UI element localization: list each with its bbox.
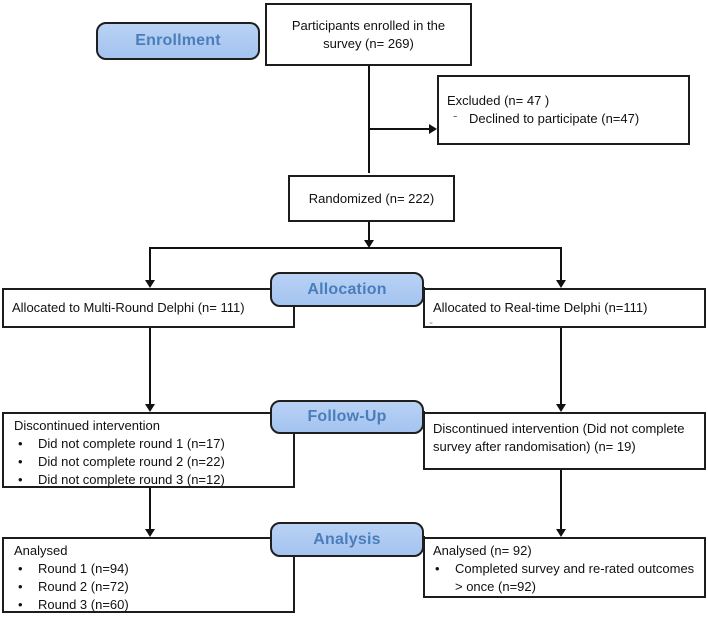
list-item-text: Round 3 (n=60) [38, 597, 129, 612]
stage-allocation-label: Allocation [307, 280, 387, 298]
bullet-icon: • [435, 561, 440, 576]
stage-enrollment: Enrollment [96, 22, 260, 60]
box-allocated-multiround-text: Allocated to Multi-Round Delphi (n= 111) [12, 300, 245, 315]
arrowhead-alloc-left-icon [145, 280, 155, 288]
box-analysed-realtime: Analysed (n= 92) • Completed survey and r… [423, 537, 706, 598]
bullet-icon: • [18, 579, 23, 594]
list-item-text: Did not complete round 3 (n=12) [38, 472, 225, 487]
box-allocated-realtime-text: Allocated to Real-time Delphi (n=111) [433, 300, 648, 315]
list-item: • Did not complete round 2 (n=22) [8, 453, 289, 471]
list-item-text: Round 1 (n=94) [38, 561, 129, 576]
box-allocated-multiround: Allocated to Multi-Round Delphi (n= 111) [2, 288, 295, 328]
box-discontinued-multiround: Discontinued intervention • Did not compl… [2, 412, 295, 488]
box-participants-text: Participants enrolled in the survey (n= … [291, 17, 446, 51]
box-discontinued-multiround-title: Discontinued intervention [14, 418, 160, 433]
stage-allocation: Allocation [270, 272, 424, 307]
stage-followup-label: Follow-Up [307, 408, 387, 425]
list-item: • Did not complete round 1 (n=17) [8, 435, 289, 453]
bullet-icon: • [18, 472, 23, 487]
list-item: • Round 2 (n=72) [8, 578, 289, 596]
connector-alloc-followup-left [149, 328, 151, 404]
box-discontinued-realtime-text: Discontinued intervention (Did not compl… [433, 421, 685, 454]
dash-bullet-icon: - [453, 108, 458, 123]
arrowhead-followup-right-icon [556, 404, 566, 412]
discontinued-multiround-list: • Did not complete round 1 (n=17) • Did no… [8, 435, 289, 489]
bullet-icon: • [18, 597, 23, 612]
box-excluded-title: Excluded (n= 47 ) [447, 93, 550, 108]
arrowhead-alloc-right-icon [556, 280, 566, 288]
arrowhead-followup-left-icon [145, 404, 155, 412]
connector-followup-analysis-left [149, 488, 151, 529]
list-item: • Round 3 (n=60) [8, 596, 289, 614]
stray-dash: - [429, 315, 433, 329]
arrowhead-analysis-left-icon [145, 529, 155, 537]
stage-enrollment-label: Enrollment [135, 32, 221, 49]
analysed-realtime-list: • Completed survey and re-rated outcomes … [429, 560, 700, 596]
box-excluded-bullet: -Declined to participate (n=47) [447, 108, 680, 128]
box-randomized: Randomized (n= 222) [288, 175, 455, 222]
connector-participants-randomized [368, 66, 370, 173]
list-item-text: Did not complete round 1 (n=17) [38, 436, 225, 451]
bullet-icon: • [18, 561, 23, 576]
list-item-text: Did not complete round 2 (n=22) [38, 454, 225, 469]
connector-to-excluded [368, 128, 429, 130]
box-analysed-multiround-title: Analysed [14, 543, 68, 558]
arrowhead-split-icon [364, 240, 374, 248]
list-item-text: Completed survey and re-rated outcomes >… [455, 561, 695, 594]
connector-alloc-followup-right [560, 328, 562, 404]
box-allocated-realtime: Allocated to Real-time Delphi (n=111) - [423, 288, 706, 328]
analysed-multiround-list: • Round 1 (n=94) • Round 2 (n=72) • Round 3… [8, 560, 289, 614]
box-analysed-multiround: Analysed • Round 1 (n=94) • Round 2 (n=72)… [2, 537, 295, 613]
connector-followup-analysis-right [560, 470, 562, 529]
arrowhead-excluded-icon [429, 124, 437, 134]
connector-split-left [149, 247, 151, 280]
list-item-text: Round 2 (n=72) [38, 579, 129, 594]
stage-analysis-label: Analysis [313, 530, 381, 548]
arrowhead-analysis-right-icon [556, 529, 566, 537]
bullet-icon: • [18, 454, 23, 469]
stage-followup: Follow-Up [270, 400, 424, 434]
box-excluded: Excluded (n= 47 ) -Declined to participa… [437, 75, 690, 145]
list-item: • Completed survey and re-rated outcomes … [429, 560, 700, 596]
list-item: • Round 1 (n=94) [8, 560, 289, 578]
list-item: • Did not complete round 3 (n=12) [8, 471, 289, 489]
stage-analysis: Analysis [270, 522, 424, 557]
box-excluded-bullet-text: Declined to participate (n=47) [469, 111, 640, 126]
box-discontinued-realtime: Discontinued intervention (Did not compl… [423, 412, 706, 470]
box-participants: Participants enrolled in the survey (n= … [265, 3, 472, 66]
connector-randomized-split [368, 221, 370, 241]
box-analysed-realtime-title: Analysed (n= 92) [433, 543, 532, 558]
bullet-icon: • [18, 436, 23, 451]
connector-split-right [560, 247, 562, 280]
box-randomized-text: Randomized (n= 222) [308, 190, 435, 206]
split-line [149, 247, 562, 249]
